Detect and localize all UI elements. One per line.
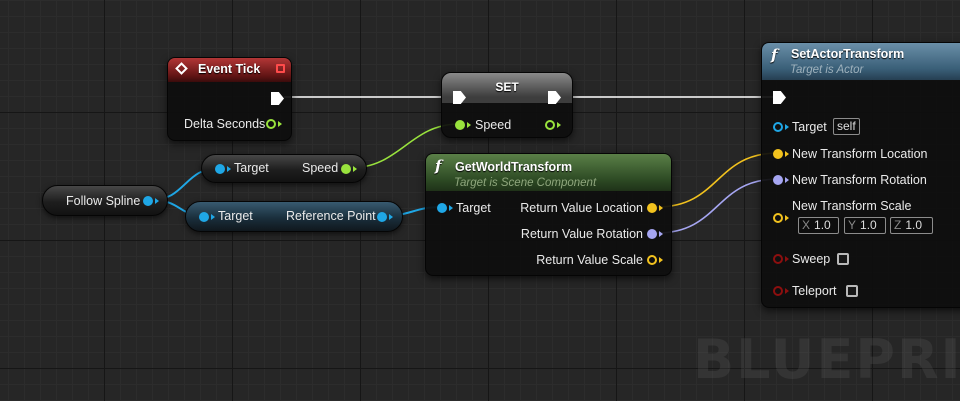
exec-out-pin[interactable] [271, 92, 284, 105]
teleport-checkbox[interactable] [846, 285, 858, 297]
function-icon: f [435, 157, 442, 175]
speed-target-label: Target [234, 161, 269, 175]
get-world-transform-node[interactable]: f GetWorldTransform Target is Scene Comp… [425, 153, 672, 276]
sat-target-arrow-icon [785, 124, 789, 130]
vector-wire-location [656, 152, 779, 208]
sat-target-label: Target [792, 120, 827, 134]
speed-getter-node[interactable]: Target Speed [201, 154, 367, 183]
get-world-transform-subtitle: Target is Scene Component [454, 177, 597, 189]
new-rotation-label: New Transform Rotation [792, 173, 927, 187]
new-location-arrow-icon [785, 151, 789, 157]
set-speed-label: Speed [475, 118, 512, 132]
set-speed-node[interactable]: SET Speed [441, 72, 573, 138]
set-actor-transform-subtitle: Target is Actor [790, 64, 864, 76]
function-icon: f [771, 46, 778, 64]
delta-seconds-pin[interactable] [266, 119, 276, 129]
speed-output-arrow-icon [353, 166, 357, 172]
scale-z-axis-label: Z [894, 218, 902, 232]
set-exec-out-pin[interactable] [548, 91, 561, 104]
set-actor-transform-node[interactable]: f SetActorTransform Target is Actor Targ… [761, 42, 960, 308]
refpoint-output-pin[interactable] [377, 212, 387, 222]
rotator-wire-rotation [656, 178, 779, 234]
return-scale-arrow-icon [659, 257, 663, 263]
scale-y-axis-label: Y [848, 218, 857, 232]
set-actor-transform-header[interactable]: f SetActorTransform Target is Actor [762, 43, 960, 80]
self-value-field[interactable]: self [833, 118, 860, 135]
set-actor-transform-title: SetActorTransform [791, 47, 905, 61]
set-exec-in-pin[interactable] [453, 91, 466, 104]
teleport-arrow-icon [785, 288, 789, 294]
event-delegate-pin[interactable] [276, 64, 285, 73]
set-speed-in-arrow-icon [467, 122, 471, 128]
sweep-checkbox[interactable] [837, 253, 849, 265]
sat-target-pin[interactable] [773, 122, 783, 132]
delta-seconds-arrow-icon [278, 121, 282, 127]
event-tick-header[interactable]: Event Tick [168, 58, 291, 82]
sat-exec-in-pin[interactable] [773, 91, 786, 104]
new-rotation-pin[interactable] [773, 175, 783, 185]
follow-spline-output-pin[interactable] [143, 196, 153, 206]
event-tick-title: Event Tick [198, 62, 261, 76]
new-scale-pin[interactable] [773, 213, 783, 223]
return-scale-label: Return Value Scale [536, 253, 643, 267]
new-location-pin[interactable] [773, 149, 783, 159]
set-speed-in-pin[interactable] [455, 120, 465, 130]
refpoint-output-label: Reference Point [286, 209, 376, 223]
delta-seconds-label: Delta Seconds [184, 117, 266, 131]
get-world-transform-title: GetWorldTransform [455, 160, 573, 174]
follow-spline-node[interactable]: Follow Spline [42, 185, 168, 216]
return-rotation-label: Return Value Rotation [520, 227, 643, 241]
refpoint-target-arrow-icon [211, 214, 215, 220]
sweep-pin[interactable] [773, 254, 783, 264]
scale-z-value: 1.0 [905, 218, 923, 232]
speed-output-label: Speed [302, 161, 339, 175]
gwt-target-pin[interactable] [437, 203, 447, 213]
blueprint-watermark: BLUEPRINT [693, 328, 960, 391]
follow-spline-arrow-icon [155, 198, 159, 204]
sweep-label: Sweep [792, 252, 831, 266]
return-location-label: Return Value Location [520, 201, 643, 215]
get-world-transform-header[interactable]: f GetWorldTransform Target is Scene Comp… [426, 154, 671, 191]
event-diamond-icon [175, 62, 188, 75]
teleport-label: Teleport [792, 284, 837, 298]
return-location-arrow-icon [659, 205, 663, 211]
event-tick-node[interactable]: Event Tick Delta Seconds [167, 57, 292, 141]
gwt-target-label: Target [456, 201, 491, 215]
refpoint-target-pin[interactable] [199, 212, 209, 222]
sweep-arrow-icon [785, 256, 789, 262]
set-speed-out-pin[interactable] [545, 120, 555, 130]
scale-y-value: 1.0 [860, 218, 877, 232]
refpoint-output-arrow-icon [389, 214, 393, 220]
follow-spline-label: Follow Spline [66, 194, 141, 208]
set-speed-out-arrow-icon [557, 122, 561, 128]
return-rotation-pin[interactable] [647, 229, 657, 239]
return-rotation-arrow-icon [659, 231, 663, 237]
new-scale-label: New Transform Scale [792, 199, 912, 213]
new-rotation-arrow-icon [785, 177, 789, 183]
teleport-pin[interactable] [773, 286, 783, 296]
speed-target-pin[interactable] [215, 164, 225, 174]
gwt-target-arrow-icon [449, 205, 453, 211]
scale-x-value: 1.0 [814, 218, 831, 232]
new-scale-arrow-icon [785, 215, 789, 221]
speed-target-arrow-icon [227, 166, 231, 172]
set-title: SET [495, 80, 519, 94]
speed-output-pin[interactable] [341, 164, 351, 174]
scale-x-axis-label: X [802, 218, 811, 232]
refpoint-target-label: Target [218, 209, 253, 223]
new-location-label: New Transform Location [792, 147, 928, 161]
reference-point-getter-node[interactable]: Target Reference Point [185, 201, 403, 232]
return-scale-pin[interactable] [647, 255, 657, 265]
return-location-pin[interactable] [647, 203, 657, 213]
